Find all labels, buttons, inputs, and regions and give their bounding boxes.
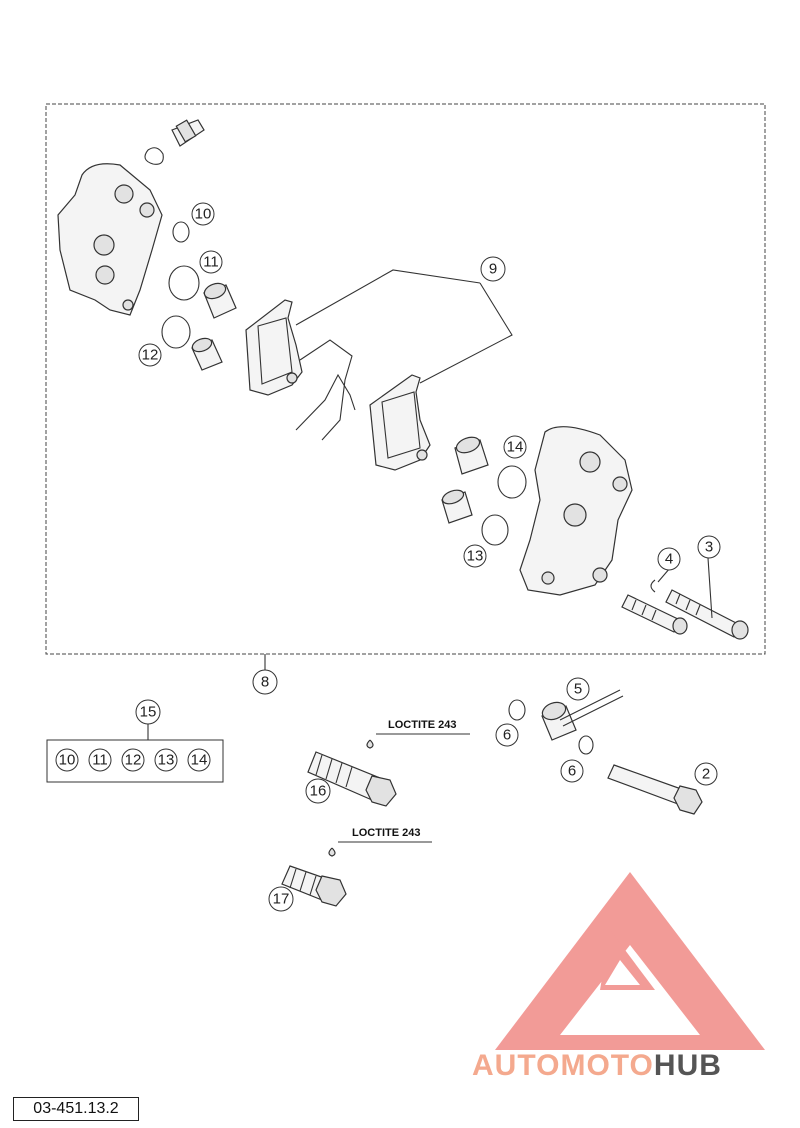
- caliper-half-left: [57, 163, 163, 316]
- loctite-drop-b: [328, 847, 336, 857]
- piston-lower-left: [191, 337, 223, 371]
- watermark-auto: AUTO: [472, 1049, 560, 1082]
- callout-9: 9: [480, 256, 506, 282]
- callout-2: 2: [694, 762, 718, 786]
- sleeve-5: [541, 701, 577, 741]
- bolt-17: [281, 865, 347, 907]
- svg-text:10: 10: [59, 752, 76, 769]
- washer-6a: [508, 699, 526, 721]
- callout-8: 8: [252, 669, 278, 695]
- svg-text:5: 5: [574, 681, 582, 698]
- svg-text:6: 6: [503, 727, 511, 744]
- washer-4: [650, 579, 656, 593]
- svg-text:13: 13: [158, 752, 175, 769]
- watermark-logo: [495, 872, 765, 1050]
- piston-upper-right: [454, 436, 489, 475]
- svg-text:10: 10: [195, 206, 212, 223]
- svg-text:12: 12: [125, 752, 142, 769]
- piston-upper-left: [203, 282, 237, 319]
- caliper-half-right: [519, 426, 633, 596]
- callout-15: 15: [135, 699, 161, 725]
- callout-4: 4: [657, 547, 681, 571]
- watermark-hub: HUB: [654, 1049, 722, 1082]
- seal-13: [481, 514, 509, 546]
- watermark-text: AUTOMOTOHUB: [472, 1049, 722, 1082]
- seal-12: [161, 315, 191, 349]
- part-code-label: 03-451.13.2: [13, 1097, 139, 1121]
- bleed-screw: [144, 119, 205, 165]
- kit-item-10: 10: [55, 748, 79, 772]
- callout-5: 5: [566, 677, 590, 701]
- svg-text:6: 6: [568, 763, 576, 780]
- seal-14: [497, 465, 527, 499]
- bolt-short: [621, 594, 688, 635]
- o-ring-10: [172, 221, 190, 243]
- svg-text:15: 15: [140, 704, 157, 721]
- leader-9: [295, 269, 513, 384]
- svg-text:12: 12: [142, 347, 159, 364]
- caliper-assembly-box: [45, 103, 766, 655]
- svg-text:2: 2: [702, 766, 710, 783]
- brake-pad-left: [245, 299, 303, 396]
- svg-text:3: 3: [705, 539, 713, 556]
- svg-text:17: 17: [273, 891, 290, 908]
- svg-text:4: 4: [665, 551, 673, 568]
- callout-13: 13: [463, 544, 487, 568]
- callout-17: 17: [268, 886, 294, 912]
- kit-item-14: 14: [187, 748, 211, 772]
- callout-11: 11: [199, 250, 223, 274]
- piston-lower-right: [441, 489, 473, 524]
- pin-5: [559, 689, 624, 727]
- pad-spring: [295, 339, 356, 441]
- svg-text:13: 13: [467, 548, 484, 565]
- washer-6b: [578, 735, 594, 755]
- callout-3: 3: [697, 535, 721, 559]
- loctite-label-a: LOCTITE 243: [388, 719, 456, 731]
- kit-item-12: 12: [121, 748, 145, 772]
- callout-10: 10: [191, 202, 215, 226]
- svg-text:8: 8: [261, 674, 269, 691]
- svg-text:16: 16: [310, 783, 327, 800]
- svg-text:14: 14: [191, 752, 208, 769]
- loctite-label-b: LOCTITE 243: [352, 827, 420, 839]
- callout-14: 14: [503, 435, 527, 459]
- svg-text:9: 9: [489, 261, 497, 278]
- svg-text:11: 11: [203, 254, 219, 271]
- seal-11: [168, 265, 200, 301]
- bolt-3: [665, 589, 749, 640]
- brake-pad-right: [369, 374, 431, 471]
- svg-text:11: 11: [92, 752, 108, 769]
- watermark-moto: MOTO: [560, 1049, 653, 1082]
- svg-text:14: 14: [507, 439, 524, 456]
- callout-6b: 6: [560, 759, 584, 783]
- loctite-drop-a: [366, 739, 374, 749]
- callout-12: 12: [138, 343, 162, 367]
- bolt-16: [307, 751, 397, 807]
- callout-16: 16: [305, 778, 331, 804]
- kit-item-13: 13: [154, 748, 178, 772]
- callout-6a: 6: [495, 723, 519, 747]
- kit-item-11: 11: [88, 748, 112, 772]
- bolt-2: [607, 764, 703, 815]
